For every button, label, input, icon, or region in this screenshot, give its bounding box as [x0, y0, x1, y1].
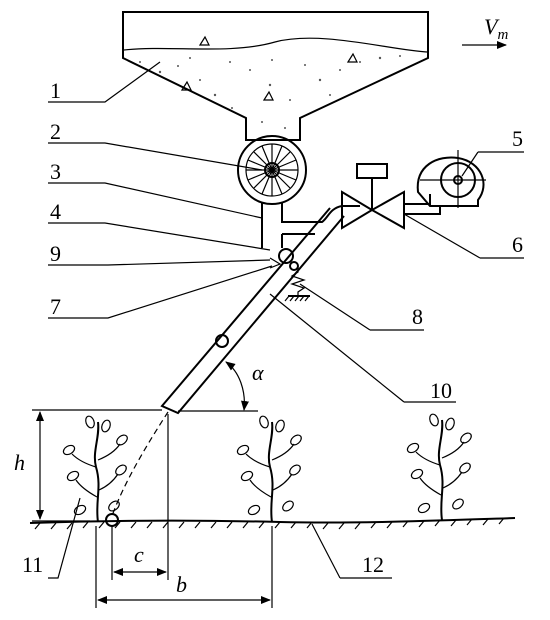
dimension-b [95, 526, 273, 608]
dimension-h [32, 409, 162, 522]
h-symbol: h [14, 450, 25, 475]
spring-icon [284, 266, 310, 302]
label-11: 11 [22, 552, 43, 577]
metering-wheel-icon [237, 135, 307, 205]
label-7: 7 [50, 294, 61, 319]
label-4: 4 [50, 199, 61, 224]
b-symbol: b [176, 572, 187, 597]
ground-line [29, 517, 516, 530]
label-12: 12 [362, 552, 384, 577]
velocity-symbol: Vm [484, 14, 508, 43]
label-10: 10 [430, 378, 452, 403]
dimension-c [111, 414, 169, 580]
label-2: 2 [50, 119, 61, 144]
label-8: 8 [412, 304, 423, 329]
label-5: 5 [512, 126, 523, 151]
alpha-symbol: α [252, 360, 264, 385]
hopper-icon [122, 11, 429, 141]
pellet-icon [105, 513, 119, 527]
fan-icon [416, 150, 486, 208]
label-6: 6 [512, 232, 523, 257]
c-symbol: c [134, 542, 144, 567]
label-3: 3 [50, 159, 61, 184]
valve-icon [341, 163, 405, 230]
label-1: 1 [50, 78, 61, 103]
label-9: 9 [50, 241, 61, 266]
